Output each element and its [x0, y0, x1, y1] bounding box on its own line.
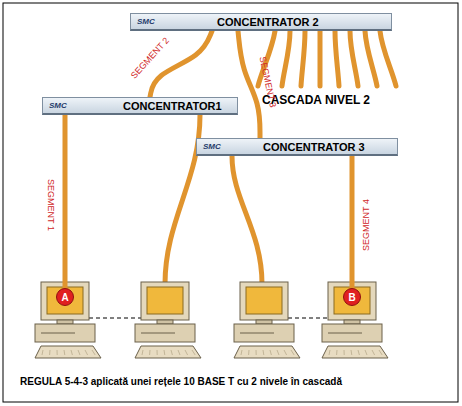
segment-cable	[238, 31, 260, 138]
computer	[234, 282, 300, 358]
other-cables	[165, 31, 396, 284]
segment-label: SEGMENT 1	[46, 179, 56, 231]
computers	[35, 282, 388, 358]
computer	[35, 282, 101, 358]
brand-logo: SMC	[49, 101, 67, 110]
computer-marker: A	[56, 288, 74, 306]
hub-name: CONCENTRATOR1	[123, 100, 222, 112]
dashed-link	[89, 318, 328, 319]
segment-label: SEGMENT 4	[361, 199, 371, 251]
station-letter: B	[348, 292, 355, 303]
brand-logo: SMC	[137, 17, 155, 26]
computer	[322, 282, 388, 358]
segment-label: SEGMENT 3	[258, 56, 279, 109]
computer-marker: B	[343, 288, 361, 306]
station-letter: A	[61, 292, 68, 303]
hub-box: SMC CONCENTRATOR 2	[130, 13, 392, 31]
figure-caption: REGULA 5-4-3 aplicată unei rețele 10 BAS…	[20, 376, 342, 387]
hub-box: SMC CONCENTRATOR1	[42, 97, 238, 115]
hub-name: CONCENTRATOR 3	[263, 141, 365, 153]
frame	[3, 3, 458, 402]
cascade-title: CASCADA NIVEL 2	[262, 93, 370, 107]
segment-label: SEGMENT 2	[129, 35, 171, 80]
hub-box: SMC CONCENTRATOR 3	[196, 138, 398, 156]
computer	[135, 282, 201, 358]
hub-name: CONCENTRATOR 2	[217, 16, 319, 28]
segment-cable	[350, 156, 355, 288]
brand-logo: SMC	[203, 142, 221, 151]
segment-cable	[63, 115, 68, 288]
